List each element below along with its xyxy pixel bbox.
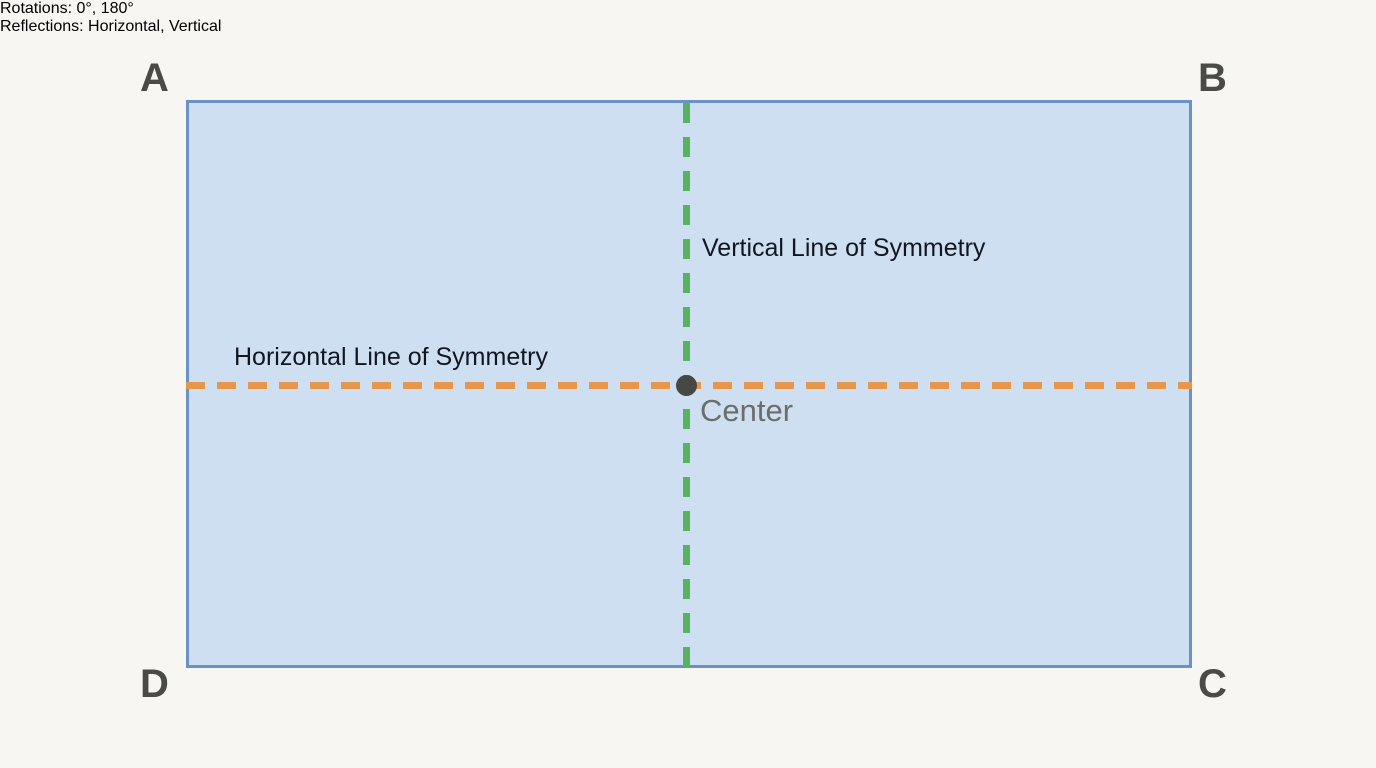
vertical-symmetry-label: Vertical Line of Symmetry — [702, 234, 986, 262]
vertex-label-d: D — [140, 662, 169, 706]
center-label: Center — [700, 393, 794, 428]
vertex-label-c: C — [1198, 662, 1227, 706]
horizontal-symmetry-label: Horizontal Line of Symmetry — [234, 343, 549, 371]
vertex-label-b: B — [1198, 56, 1227, 100]
center-point-dot — [676, 375, 697, 396]
rotations-caption: Rotations: 0°, 180° — [0, 0, 134, 17]
vertex-label-a: A — [140, 56, 169, 100]
reflections-caption: Reflections: Horizontal, Vertical — [0, 18, 222, 35]
